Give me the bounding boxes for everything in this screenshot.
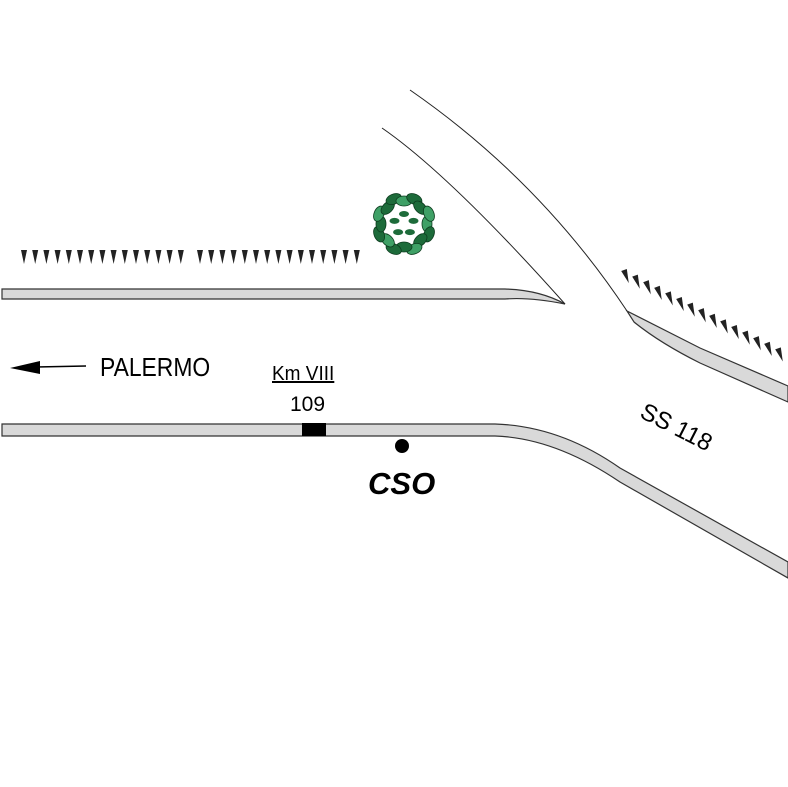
hatch-tick [643, 280, 651, 295]
hatch-tick [65, 250, 72, 264]
arrow-left-icon [10, 361, 87, 374]
hatch-tick [320, 250, 327, 264]
tree-icon [373, 193, 435, 255]
hatch-tick [43, 250, 50, 264]
hatch-tick [133, 250, 139, 264]
site-code-label: CSO [368, 466, 436, 501]
hatch-tick [32, 250, 39, 264]
milestone-number: 109 [290, 393, 326, 416]
hatch-tick [309, 250, 315, 264]
hatch-tick [177, 250, 184, 264]
hatch-tick [208, 250, 215, 264]
hatch-tick [698, 308, 706, 323]
hatch-tick [219, 250, 226, 264]
hatch-tick [110, 250, 117, 264]
hatch-tick [264, 250, 271, 264]
hatch-tick [731, 324, 739, 340]
milestone-km-label: Km VIII [272, 363, 335, 385]
hatch-tick [764, 341, 772, 356]
hatch-tick [709, 313, 717, 328]
branch-road [625, 309, 788, 403]
hatch-tick [742, 330, 750, 345]
hatch-tick [155, 250, 162, 264]
main-road [1, 423, 788, 579]
upper-road [1, 288, 566, 305]
hatch-tick [654, 285, 662, 300]
hatch-tick [241, 250, 248, 264]
hatch-tick [753, 336, 761, 351]
destination-label: PALERMO [100, 352, 211, 382]
hatch-tick [197, 250, 203, 264]
embankment-hatch-right [621, 268, 783, 362]
hatch-tick [144, 250, 151, 264]
hatch-tick [88, 250, 95, 264]
hatch-tick [342, 250, 349, 264]
hatch-tick [121, 250, 128, 264]
hatch-tick [77, 250, 83, 264]
hatch-tick [286, 250, 293, 264]
embankment-hatch-left [21, 250, 360, 264]
hatch-tick [253, 250, 259, 264]
hatch-tick [720, 319, 728, 334]
hatch-tick [665, 291, 673, 306]
hatch-tick [54, 250, 61, 264]
site-point-icon [395, 439, 409, 453]
hatch-tick [99, 250, 106, 264]
hatch-tick [676, 296, 684, 312]
hatch-tick [687, 302, 695, 317]
hatch-tick [230, 250, 237, 264]
hatch-tick [166, 250, 173, 264]
hatch-tick [775, 347, 783, 362]
edge-line-left [381, 127, 566, 305]
hatch-tick [621, 268, 629, 284]
edge-line-right [409, 89, 628, 312]
hatch-tick [275, 250, 282, 264]
hatch-tick [353, 250, 360, 264]
milestone-marker [302, 423, 326, 436]
hatch-tick [331, 250, 338, 264]
hatch-tick [297, 250, 304, 264]
hatch-tick [21, 250, 27, 264]
hatch-tick [632, 274, 640, 289]
